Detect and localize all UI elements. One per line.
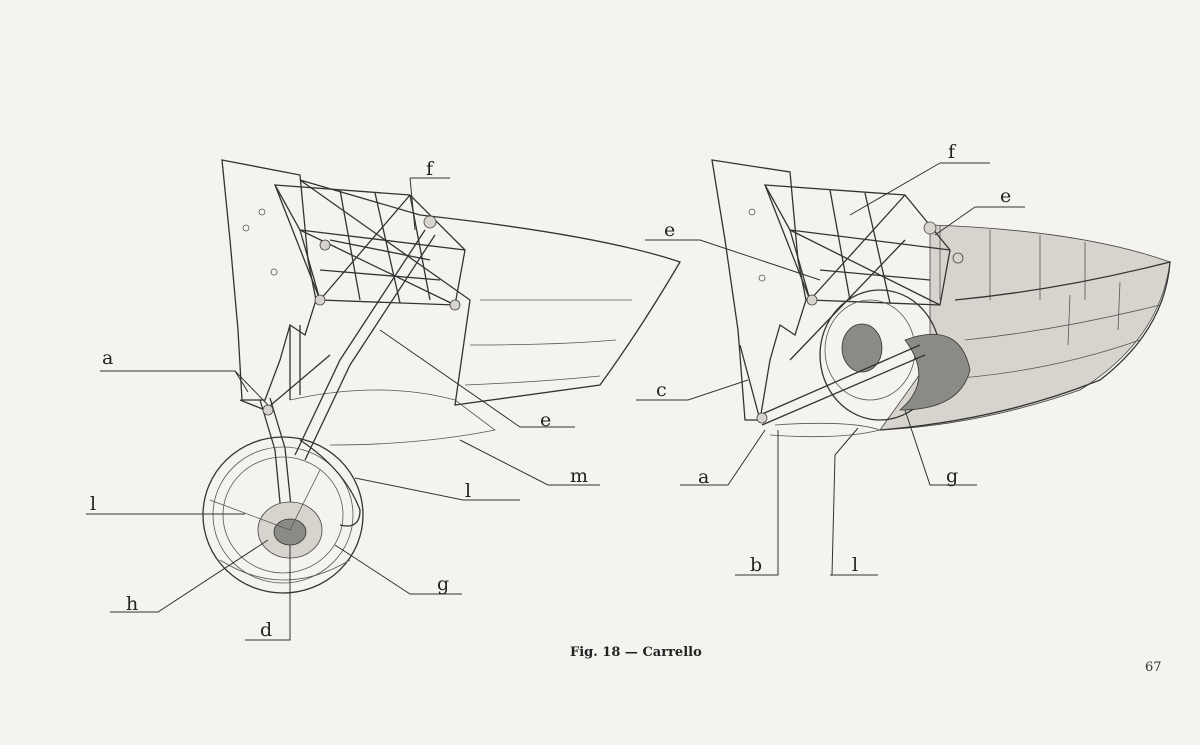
right-lower-skin (769, 422, 882, 438)
left-label-h: h (126, 593, 138, 615)
right-label-l: l (852, 554, 858, 576)
left-label-l-strut: l (90, 493, 96, 515)
left-gear-view: a f e m l l h d g (86, 158, 681, 641)
right-label-g: g (946, 465, 958, 487)
right-label-b: b (750, 554, 762, 576)
left-label-d: d (260, 619, 272, 641)
left-label-l-wheel: l (465, 480, 471, 502)
left-lower-skin (289, 389, 496, 446)
left-truss-frame (273, 184, 466, 311)
left-label-f: f (426, 158, 435, 180)
right-label-f: f (948, 141, 957, 163)
left-gear-struts (239, 229, 436, 556)
right-fairing-skin (879, 261, 1171, 431)
right-label-e-left: e (664, 219, 675, 241)
right-label-c: c (656, 379, 667, 401)
right-retracted-wheel (819, 289, 971, 421)
left-wheel (202, 436, 364, 594)
left-label-e: e (540, 409, 551, 431)
left-leader-lines (86, 177, 600, 641)
right-gear-struts (739, 239, 926, 426)
right-leader-lines (636, 162, 1025, 576)
right-label-e-upper: e (1000, 185, 1011, 207)
figure-caption: Fig. 18 — Carrello (570, 645, 702, 660)
right-label-a: a (698, 466, 709, 488)
right-gear-view: f e e c a g b l (636, 141, 1171, 576)
left-label-a: a (102, 347, 113, 369)
left-label-m: m (570, 465, 588, 487)
left-fuselage-panel (221, 159, 317, 401)
right-truss-frame (763, 184, 964, 306)
right-fuselage-panel (711, 159, 807, 421)
left-label-g: g (437, 573, 449, 595)
page-number: 67 (1145, 660, 1162, 675)
left-wing-fairing (299, 179, 681, 406)
